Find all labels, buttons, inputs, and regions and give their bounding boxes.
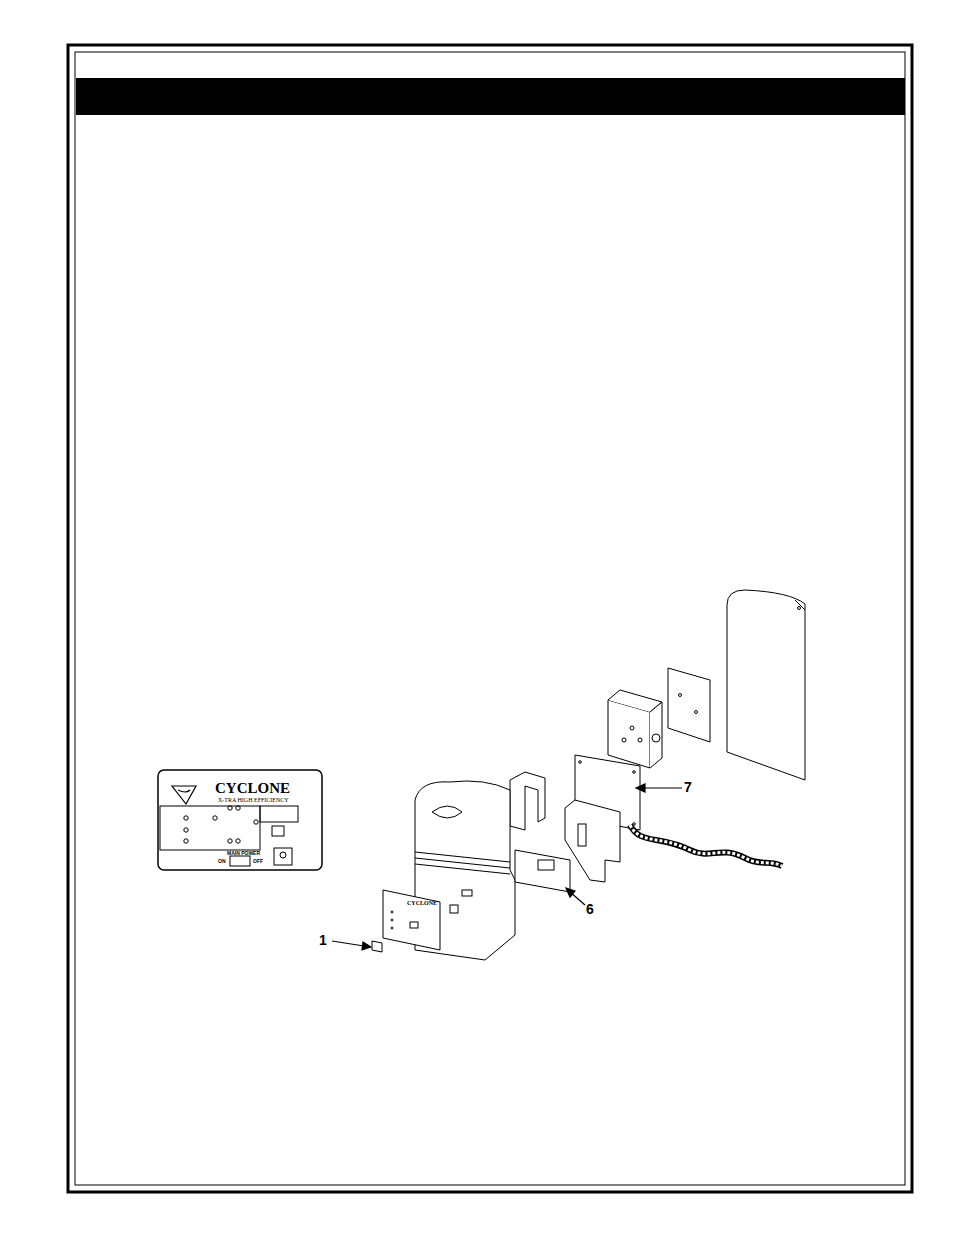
brand-tagline: X-TRA HIGH EFFICIENCY [218,797,289,803]
page-frame [68,45,912,1192]
callout-number: 7 [684,780,692,794]
callout-number: 1 [319,933,327,947]
title-bar [76,78,905,115]
brand-logo: CYCLONE [215,781,290,796]
switch-label: MAIN POWER [227,851,260,856]
exploded-assembly [372,590,805,960]
leader-lines [332,784,682,950]
switch-state: OFF [253,859,263,864]
control-panel [158,770,322,870]
page-frame-inner [75,52,905,1185]
switch-state: ON [218,859,226,864]
callout-number: 6 [586,902,594,916]
overlay-logo: CYCLONE [407,900,437,906]
